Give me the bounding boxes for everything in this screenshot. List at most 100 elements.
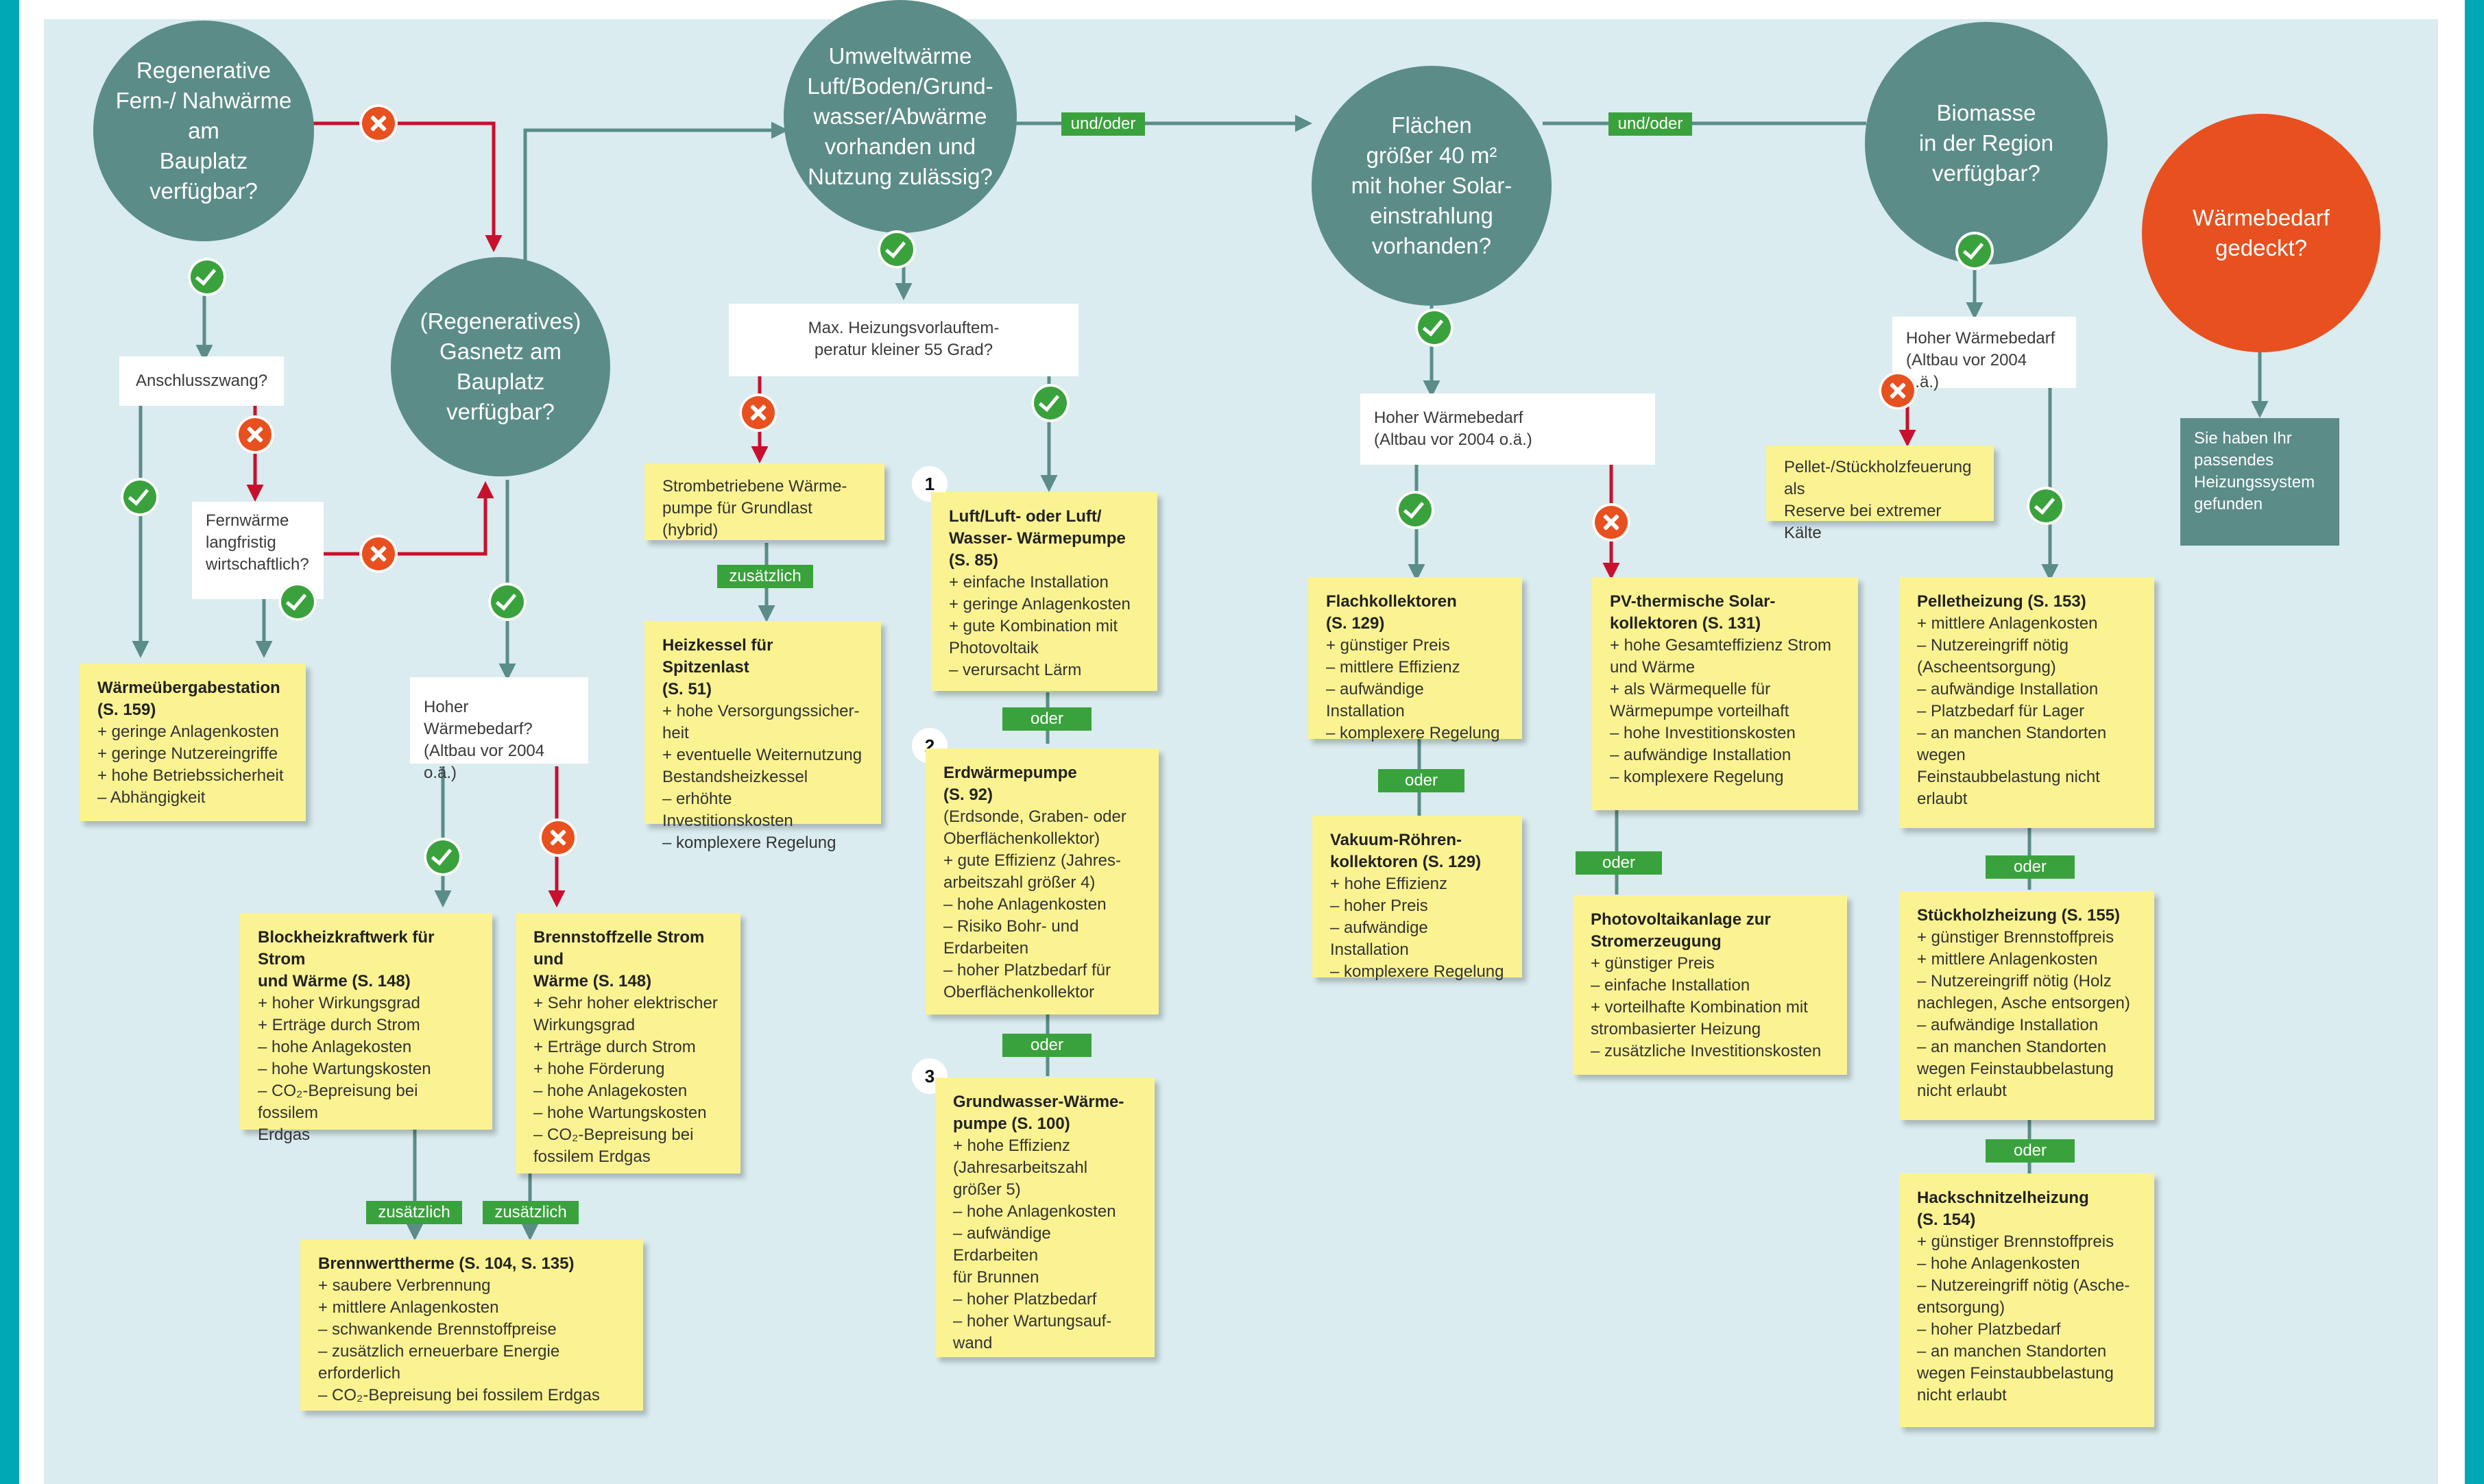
card-feature-line: – hohe Anlagenkosten — [953, 1202, 1116, 1221]
card-title: Pelletheizung (S. 153) — [1917, 592, 2086, 611]
card-feature-line: Strombetriebene Wärme- pumpe für Grundla… — [662, 477, 847, 539]
card-feature-line: + hohe Versorgungssicher- heit — [662, 702, 860, 742]
tag-und-oder: und/oder — [1608, 112, 1692, 136]
card-features: + hohe Versorgungssicher- heit+ eventuel… — [662, 701, 863, 854]
card-luft-waermepumpe: Luft/Luft- oder Luft/ Wasser- Wärmepumpe… — [931, 492, 1157, 691]
check-icon — [1955, 232, 1994, 270]
card-title: Grundwasser-Wärme- pumpe (S. 100) — [953, 1093, 1124, 1133]
card-feature-line: – aufwändige Installation — [1326, 680, 1424, 720]
check-icon — [878, 230, 916, 269]
card-blockheizkraftwerk: Blockheizkraftwerk für Strom und Wärme (… — [240, 913, 492, 1144]
card-feature-line: – einfache Installation — [1591, 976, 1750, 995]
check-icon — [488, 583, 527, 621]
card-flachkollektoren: Flachkollektoren (S. 129)+ günstiger Pre… — [1308, 577, 1522, 742]
card-feature-line: – hohe Anlagenkosten — [1917, 1254, 2080, 1273]
edge-gasnetz-to-umweltwaerme — [523, 121, 788, 284]
card-feature-line: – Nutzereingriff nötig (Ascheentsorgung) — [1917, 636, 2069, 677]
card-feature-line: – aufwändige Installation — [1917, 680, 2099, 698]
card-feature-line: – mittlere Effizienz — [1326, 658, 1460, 677]
card-features: + einfache Installation+ geringe Anlagen… — [949, 572, 1139, 681]
card-feature-line: + hohe Betriebssicherheit — [97, 766, 284, 785]
card-feature-line: + geringe Nutzereingriffe — [97, 744, 278, 763]
circle-umweltwaerme: Umweltwärme Luft/Boden/Grund- wasser/Abw… — [784, 0, 1017, 233]
card-feature-line: – an manchen Standorten wegen Feinstaubb… — [1917, 1342, 2114, 1404]
card-feature-line: – zusätzlich erneuerbare Energie erforde… — [318, 1342, 560, 1383]
card-heizkessel: Heizkessel für Spitzenlast (S. 51)+ hohe… — [644, 621, 881, 852]
circle-waermebedarf: Wärmebedarf gedeckt? — [2142, 114, 2380, 352]
check-icon — [1031, 384, 1070, 422]
check-icon — [278, 583, 317, 621]
card-feature-line: + Sehr hoher elektrischer Wirkungsgrad — [533, 994, 718, 1034]
cross-icon — [739, 393, 777, 432]
card-feature-line: – hohe Anlagekosten — [533, 1082, 688, 1100]
card-feature-line: – hoher Platzbedarf für Oberflächenkolle… — [943, 961, 1111, 1001]
circle-fernwaerme: Regenerative Fern-/ Nahwärme am Bauplatz… — [93, 21, 314, 241]
card-feature-line: – erhöhte Investitionskosten — [662, 790, 793, 830]
card-feature-line: – aufwändige Erdarbeiten für Brunnen — [953, 1224, 1051, 1287]
card-feature-line: + günstiger Brennstoffpreis — [1917, 928, 2114, 947]
card-hackschnitzelheizung: Hackschnitzelheizung (S. 154)+ günstiger… — [1899, 1173, 2154, 1427]
edge-wirtschaftlich-no — [324, 481, 494, 556]
card-strombetriebene-waermepumpe: Strombetriebene Wärme- pumpe für Grundla… — [644, 463, 884, 540]
check-icon — [424, 838, 462, 876]
card-vakuum-roehrenkollektoren: Vakuum-Röhren- kollektoren (S. 129)+ hoh… — [1312, 816, 1522, 981]
card-feature-line: – aufwändige Installation — [1610, 746, 1792, 764]
card-feature-line: – CO₂-Bepreisung bei fossilem Erdgas — [533, 1126, 694, 1166]
tag-oder: oder — [1986, 1139, 2075, 1163]
card-features: + günstiger Brennstoffpreis+ mittlere An… — [1917, 927, 2136, 1102]
card-feature-line: + günstiger Brennstoffpreis — [1917, 1232, 2114, 1251]
card-feature-line: (Erdsonde, Graben- oder Oberflächenkolle… — [943, 807, 1126, 848]
check-icon — [1396, 491, 1434, 529]
cross-icon — [1879, 372, 1917, 410]
question-anschlusszwang: Anschlusszwang? — [119, 356, 284, 406]
card-features: (Erdsonde, Graben- oder Oberflächenkolle… — [943, 806, 1141, 1003]
card-title: Heizkessel für Spitzenlast (S. 51) — [662, 636, 773, 698]
card-waermeuebergabestation: Wärmeübergabestation (S. 159)+ geringe A… — [80, 664, 306, 821]
question-bio-hoher-waermebedarf: Hoher Wärmebedarf (Altbau vor 2004 o.ä.) — [1892, 317, 2076, 391]
check-icon — [2027, 487, 2065, 525]
card-feature-line: + gute Kombination mit Photovoltaik — [949, 617, 1118, 657]
tag-zusaetzlich: zusätzlich — [366, 1201, 462, 1224]
card-feature-line: – zusätzliche Investitionskosten — [1591, 1042, 1822, 1060]
card-feature-line: – hohe Anlagekosten — [258, 1038, 412, 1056]
card-stueckholzheizung: Stückholzheizung (S. 155)+ günstiger Bre… — [1899, 891, 2154, 1120]
question-gas-hoher-waermebedarf: Hoher Wärmebedarf? (Altbau vor 2004 o.ä.… — [410, 677, 588, 782]
card-feature-line: + mittlere Anlagenkosten — [318, 1298, 499, 1317]
card-title: PV-thermische Solar- kollektoren (S. 131… — [1610, 592, 1776, 633]
card-feature-line: + günstiger Preis — [1326, 636, 1450, 655]
question-solar-hoher-waermebedarf: Hoher Wärmebedarf (Altbau vor 2004 o.ä.) — [1360, 393, 1655, 465]
card-feature-line: – Abhängigkeit — [97, 788, 206, 807]
card-brennstoffzelle: Brennstoffzelle Strom und Wärme (S. 148)… — [516, 913, 740, 1173]
card-feature-line: – schwankende Brennstoffpreise — [318, 1320, 557, 1339]
card-feature-line: – hoher Platzbedarf — [953, 1290, 1097, 1309]
card-features: + saubere Verbrennung+ mittlere Anlagenk… — [318, 1275, 625, 1407]
card-brennwerttherme: Brennwerttherme (S. 104, S. 135)+ sauber… — [300, 1239, 643, 1411]
tag-und-oder: und/oder — [1061, 112, 1145, 136]
card-features: + hohe Effizienz (Jahresarbeitszahl größ… — [953, 1135, 1137, 1354]
card-feature-line: – an manchen Standorten wegen Feinstaubb… — [1917, 724, 2107, 808]
tag-oder: oder — [1002, 707, 1092, 731]
card-title: Brennstoffzelle Strom und Wärme (S. 148) — [533, 928, 705, 990]
card-features: + günstiger Preis – mittlere Effizienz – a… — [1326, 635, 1504, 744]
check-icon — [1415, 308, 1454, 347]
circle-biomasse: Biomasse in der Region verfügbar? — [1865, 22, 2108, 265]
card-feature-line: + gute Effizienz (Jahres- arbeitszahl gr… — [943, 851, 1122, 892]
tag-oder: oder — [1986, 855, 2075, 879]
card-feature-line: + hoher Wirkungsgrad — [258, 994, 420, 1012]
card-title: Erdwärmepumpe (S. 92) — [943, 764, 1077, 804]
card-feature-line: – komplexere Regelung — [1330, 962, 1504, 981]
card-feature-line: – komplexere Regelung — [1610, 768, 1784, 786]
card-feature-line: – komplexere Regelung — [1326, 724, 1500, 742]
card-title: Luft/Luft- oder Luft/ Wasser- Wärmepumpe… — [949, 507, 1126, 570]
card-features: Pellet-/Stückholzfeuerung als Reserve be… — [1784, 457, 1976, 544]
card-feature-line: – CO₂-Bepreisung bei fossilem Erdgas — [318, 1386, 600, 1404]
card-feature-line: – hohe Wartungskosten — [258, 1060, 431, 1078]
card-feature-line: + mittlere Anlagenkosten — [1917, 614, 2098, 633]
right-accent-stripe — [2465, 0, 2484, 1484]
card-feature-line: – Nutzereingriff nötig (Holz nachlegen, … — [1917, 972, 2130, 1012]
cross-icon — [359, 535, 398, 573]
card-erdwaermepumpe: Erdwärmepumpe (S. 92)(Erdsonde, Graben- … — [926, 749, 1159, 1014]
card-feature-line: – hohe Anlagenkosten — [943, 895, 1107, 914]
tag-oder: oder — [1576, 851, 1662, 875]
left-accent-stripe — [0, 0, 19, 1484]
